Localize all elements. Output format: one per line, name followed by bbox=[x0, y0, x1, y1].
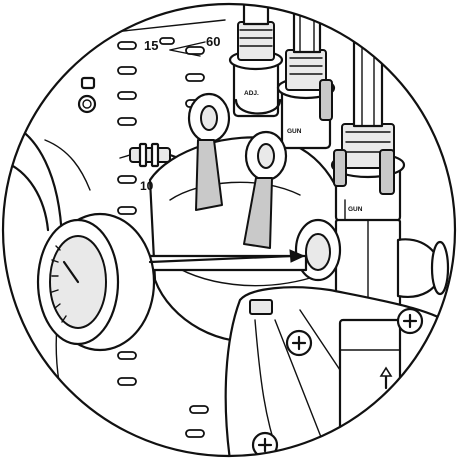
label-15: 15 bbox=[144, 38, 158, 53]
lever-handles bbox=[187, 92, 288, 249]
lower-pump bbox=[224, 286, 455, 456]
arrow-up-icon bbox=[379, 366, 393, 390]
callout-15-60 bbox=[169, 41, 206, 57]
valve-front-label: GUN bbox=[348, 206, 363, 213]
slotted-panel bbox=[39, 19, 226, 456]
valve-front bbox=[330, 4, 406, 226]
pressure-gauge bbox=[36, 212, 308, 352]
panel-knob bbox=[77, 76, 97, 114]
valve-adj-label: ADJ. bbox=[244, 90, 259, 97]
label-10: 10 bbox=[140, 179, 154, 193]
valve-middle-label: GUN bbox=[287, 128, 302, 135]
arrow-right-icon bbox=[148, 249, 306, 264]
valve-middle bbox=[276, 4, 336, 150]
outlet-fitting bbox=[294, 218, 450, 312]
label-60: 60 bbox=[206, 34, 220, 49]
valve-adj bbox=[228, 4, 284, 118]
